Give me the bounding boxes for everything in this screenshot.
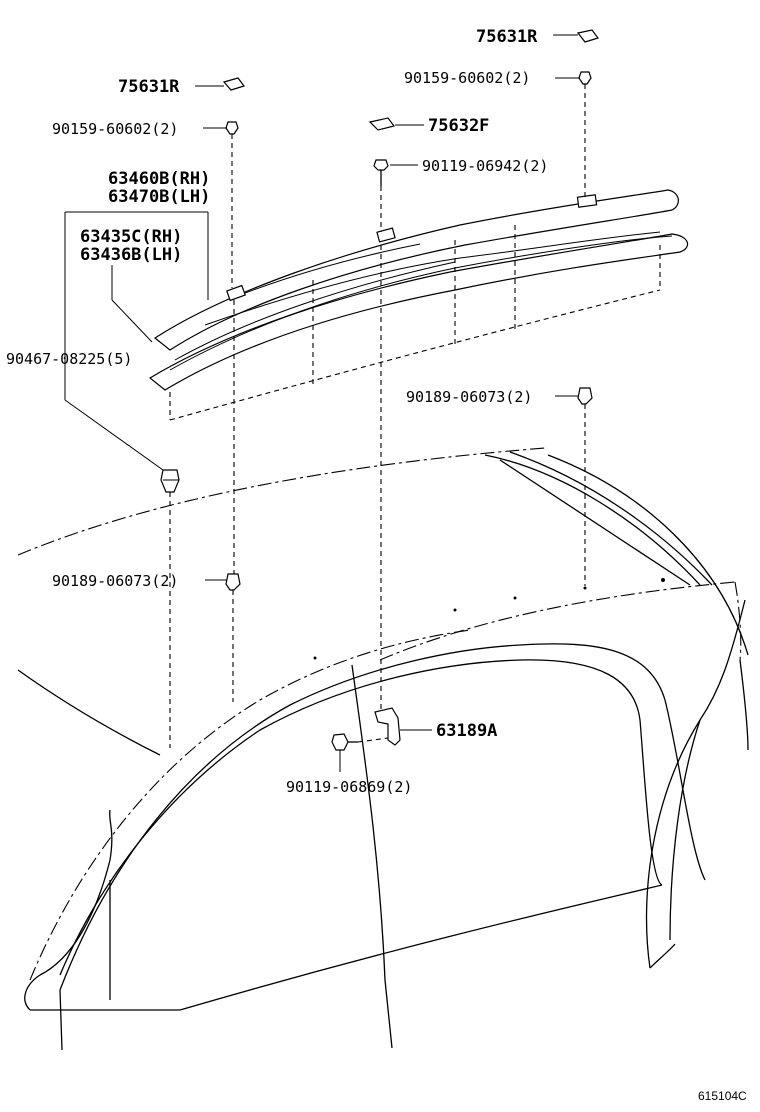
part-labels: 75631R 90159-60602(2) 75631R 90159-60602…: [6, 27, 747, 1103]
label-rail-lh: 63436B(LH): [80, 245, 182, 265]
cover-75632f-shape: [368, 117, 396, 131]
bolt-right-top-shape: [578, 71, 592, 85]
cover-75631r-left-shape: [222, 77, 245, 91]
label-cover-75632f: 75632F: [428, 116, 489, 136]
label-bracket: 63189A: [436, 721, 497, 741]
nut-right-shape: [577, 387, 593, 405]
label-screw: 90119-06869(2): [286, 778, 412, 796]
label-cover-75631r-top: 75631R: [476, 27, 538, 47]
bracket-shape: [374, 707, 401, 746]
clip-shape: [160, 469, 180, 493]
label-nut-right: 90189-06073(2): [406, 388, 532, 406]
car-body-outline: [17, 447, 749, 1051]
nut-left-shape: [225, 573, 241, 591]
label-rack-rh: 63460B(RH): [108, 169, 210, 189]
label-rack-lh: 63470B(LH): [108, 187, 210, 207]
figure-code: 615104C: [698, 1089, 747, 1103]
label-rail-rh: 63435C(RH): [80, 227, 182, 247]
label-bolt-right-top: 90159-60602(2): [404, 69, 530, 87]
label-nut-left: 90189-06073(2): [52, 572, 178, 590]
cover-75631r-top-shape: [576, 29, 599, 43]
label-cover-75631r-left: 75631R: [118, 77, 180, 97]
roof-rack-assembly: [148, 189, 689, 421]
label-clip: 90467-08225(5): [6, 350, 132, 368]
label-bolt-left-top: 90159-60602(2): [52, 120, 178, 138]
fasteners: [160, 29, 599, 751]
screw-shape: [331, 733, 349, 751]
label-bolt-center: 90119-06942(2): [422, 157, 548, 175]
bolt-left-top-shape: [225, 121, 239, 135]
bolt-center-shape: [373, 159, 389, 171]
leader-lines: [64, 34, 586, 772]
